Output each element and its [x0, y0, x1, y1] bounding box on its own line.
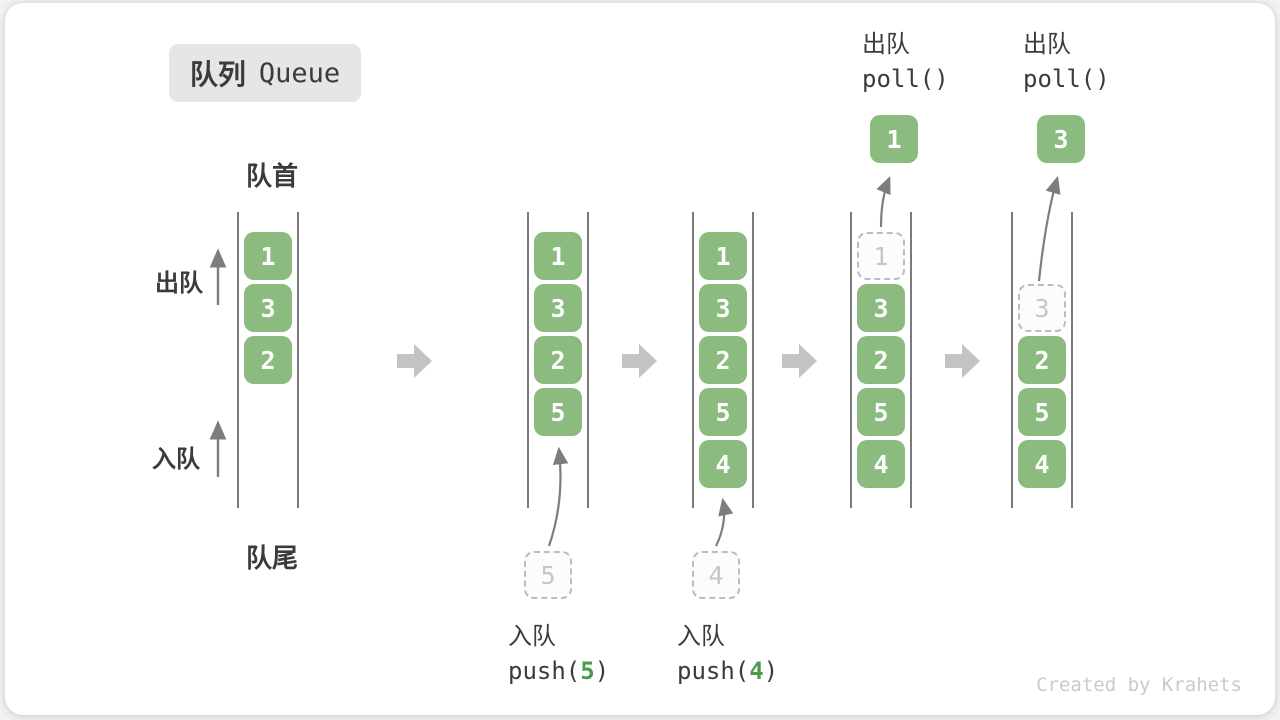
op-label-zh: 出队 — [862, 31, 910, 58]
queue-item-box: 3 — [244, 284, 292, 332]
queue-front-label: 队首 — [245, 161, 299, 191]
dequeue-op-label: 出队 poll() — [1023, 28, 1110, 96]
enqueue-op-label: 入队 push(4) — [677, 620, 778, 688]
enqueue-op-label: 入队 push(5) — [508, 620, 609, 688]
queue-item-box: 5 — [1018, 388, 1066, 436]
dequeue-side-label: 出队 — [155, 270, 203, 297]
queue-item-box: 3 — [857, 284, 905, 332]
op-label-zh: 入队 — [677, 623, 725, 650]
op-label-zh: 入队 — [508, 623, 556, 650]
queue-item-box: 1 — [699, 232, 747, 280]
op-code-arg: 5 — [580, 657, 595, 685]
op-code-before: push( — [508, 657, 581, 685]
op-code-after: ) — [594, 657, 610, 685]
queue-rear-label: 队尾 — [245, 543, 299, 573]
queue-item-box: 2 — [1018, 336, 1066, 384]
polled-item-box: 3 — [1037, 115, 1085, 163]
op-code-before: push( — [677, 657, 750, 685]
queue-item-box: 1 — [244, 232, 292, 280]
dequeue-arrow-icon — [1037, 175, 1061, 282]
queue-item-box: 3 — [534, 284, 582, 332]
op-label-zh: 出队 — [1023, 31, 1071, 58]
queue-item-box: 5 — [534, 388, 582, 436]
queue-item-box: 4 — [699, 440, 747, 488]
op-code-arg: 4 — [749, 657, 764, 685]
queue-item-box: 4 — [857, 440, 905, 488]
enqueue-side-label: 入队 — [152, 446, 200, 473]
queue-item-ghost: 3 — [1018, 284, 1066, 332]
title-zh: 队列 — [189, 59, 246, 90]
queue-item-box: 2 — [244, 336, 292, 384]
queue-item-box: 2 — [857, 336, 905, 384]
transition-arrow-icon — [782, 344, 817, 378]
queue-item-box: 5 — [857, 388, 905, 436]
incoming-item-ghost: 5 — [524, 551, 572, 599]
queue-item-box: 3 — [699, 284, 747, 332]
queue-item-box: 2 — [699, 336, 747, 384]
op-label-code: push(4) — [677, 654, 778, 688]
incoming-item-ghost: 4 — [692, 551, 740, 599]
op-code-before: poll() — [1023, 65, 1110, 93]
queue-item-box: 5 — [699, 388, 747, 436]
title-en: Queue — [258, 57, 341, 89]
watermark-text: Created by Krahets — [1036, 674, 1242, 696]
enqueue-arrow-icon — [715, 497, 734, 547]
op-code-before: poll() — [862, 65, 949, 93]
queue-item-box: 1 — [534, 232, 582, 280]
dequeue-arrow-icon — [876, 175, 891, 228]
transition-arrow-icon — [945, 344, 980, 378]
transition-arrow-icon — [397, 344, 432, 378]
queue-item-ghost: 1 — [857, 232, 905, 280]
transition-arrow-icon — [622, 344, 657, 378]
op-code-after: ) — [763, 657, 779, 685]
op-label-code: push(5) — [508, 654, 609, 688]
queue-item-box: 2 — [534, 336, 582, 384]
queue-item-box: 4 — [1018, 440, 1066, 488]
op-label-code: poll() — [862, 62, 949, 96]
title-badge: 队列 Queue — [169, 44, 361, 102]
op-label-code: poll() — [1023, 62, 1110, 96]
dequeue-op-label: 出队 poll() — [862, 28, 949, 96]
polled-item-box: 1 — [870, 115, 918, 163]
enqueue-arrow-icon — [547, 446, 569, 547]
